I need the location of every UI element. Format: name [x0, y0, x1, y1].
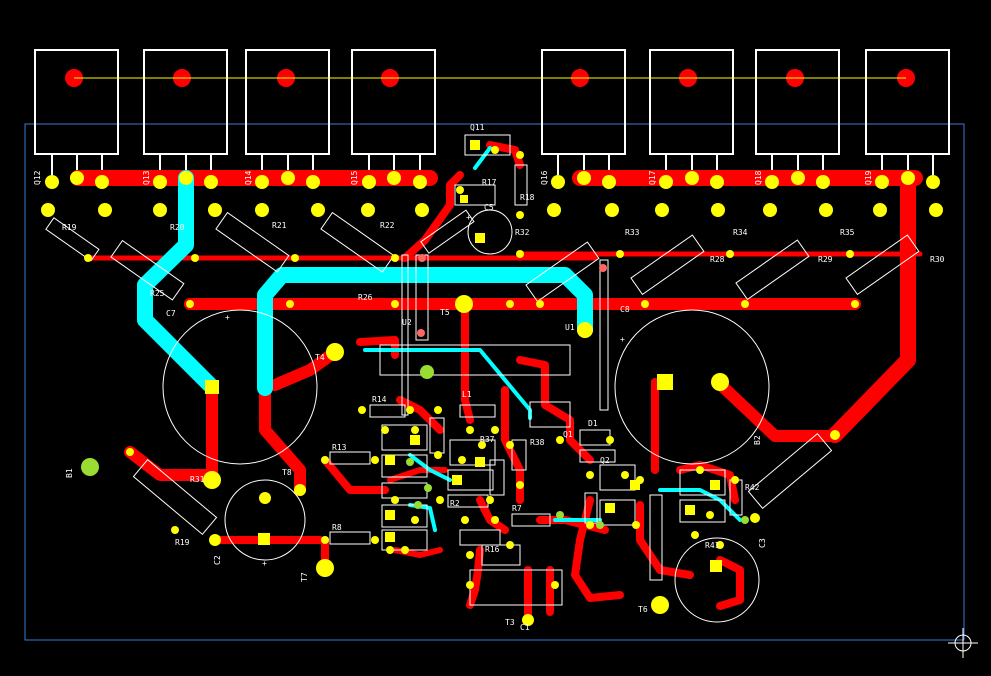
label-r33: R33 [625, 228, 640, 237]
label-c7: C7 [166, 309, 176, 318]
label-q16: Q16 [540, 170, 549, 185]
label-q13: Q13 [142, 170, 151, 185]
label-b1: B1 [65, 468, 74, 478]
label-r25: R25 [150, 289, 165, 298]
label-r8: R8 [332, 523, 342, 532]
label-c1: C1 [520, 623, 530, 632]
label-u2: U2 [402, 318, 412, 327]
label-q15: Q15 [350, 170, 359, 185]
label-q1: Q1 [563, 430, 573, 439]
component-pads [41, 146, 943, 626]
component-outlines [45, 134, 920, 623]
label-r18: R18 [520, 193, 535, 202]
label-t7: T7 [300, 572, 309, 582]
label-q18: Q18 [754, 170, 763, 185]
drill-marks [417, 254, 607, 337]
label-q14: Q14 [244, 170, 253, 185]
label-r20: R20 [170, 223, 185, 232]
label-plus-c7: + [225, 313, 230, 322]
label-t6: T6 [638, 605, 648, 614]
label-r10: R19 [175, 538, 190, 547]
label-plus-c8: + [620, 335, 625, 344]
label-r21: R21 [272, 221, 287, 230]
label-r16: R16 [485, 545, 500, 554]
label-plus-c5: + [466, 213, 471, 222]
label-q11: Q11 [470, 123, 485, 132]
label-t3: T3 [505, 618, 515, 627]
label-r34: R34 [733, 228, 748, 237]
label-r30: R30 [930, 255, 945, 264]
label-t5: T5 [440, 308, 450, 317]
label-r32: R32 [515, 228, 530, 237]
label-q17: Q17 [648, 170, 657, 185]
label-t8: T8 [282, 468, 292, 477]
label-r38: R38 [530, 438, 545, 447]
label-q2: Q2 [600, 456, 610, 465]
square-pads [205, 140, 722, 572]
power-transistor-row [34, 49, 950, 155]
label-r28: R28 [710, 255, 725, 264]
label-r17: R17 [482, 178, 497, 187]
label-r19: R19 [62, 223, 77, 232]
component-designators: Q12 Q13 Q14 Q15 Q16 Q17 Q18 Q19 Q11 R19 … [33, 123, 945, 632]
label-c3: C3 [758, 538, 767, 548]
bottom-copper-traces [137, 146, 742, 532]
label-b2: B2 [753, 435, 762, 445]
label-t4: T4 [315, 353, 325, 362]
label-c8: C8 [620, 305, 630, 314]
label-r35: R35 [840, 228, 855, 237]
label-l1: L1 [462, 390, 472, 399]
label-q12: Q12 [33, 170, 42, 185]
label-plus-c2: + [262, 559, 267, 568]
label-r42: R42 [745, 483, 760, 492]
label-r22: R22 [380, 221, 395, 230]
label-r41: R41 [705, 541, 720, 550]
label-u1: U1 [565, 323, 575, 332]
label-r14: R14 [372, 395, 387, 404]
vias [81, 365, 749, 529]
label-r7: R7 [512, 504, 522, 513]
origin-crosshair-icon [948, 628, 978, 658]
label-r29: R29 [818, 255, 833, 264]
label-r13: R13 [332, 443, 347, 452]
label-c2: C2 [213, 555, 222, 565]
label-r2: R2 [450, 499, 460, 508]
label-q19: Q19 [864, 170, 873, 185]
label-d1: D1 [588, 419, 598, 428]
label-r37: R37 [480, 435, 495, 444]
label-r26: R26 [358, 293, 373, 302]
label-r31: R31 [190, 475, 205, 484]
label-c5: C5 [484, 203, 494, 212]
